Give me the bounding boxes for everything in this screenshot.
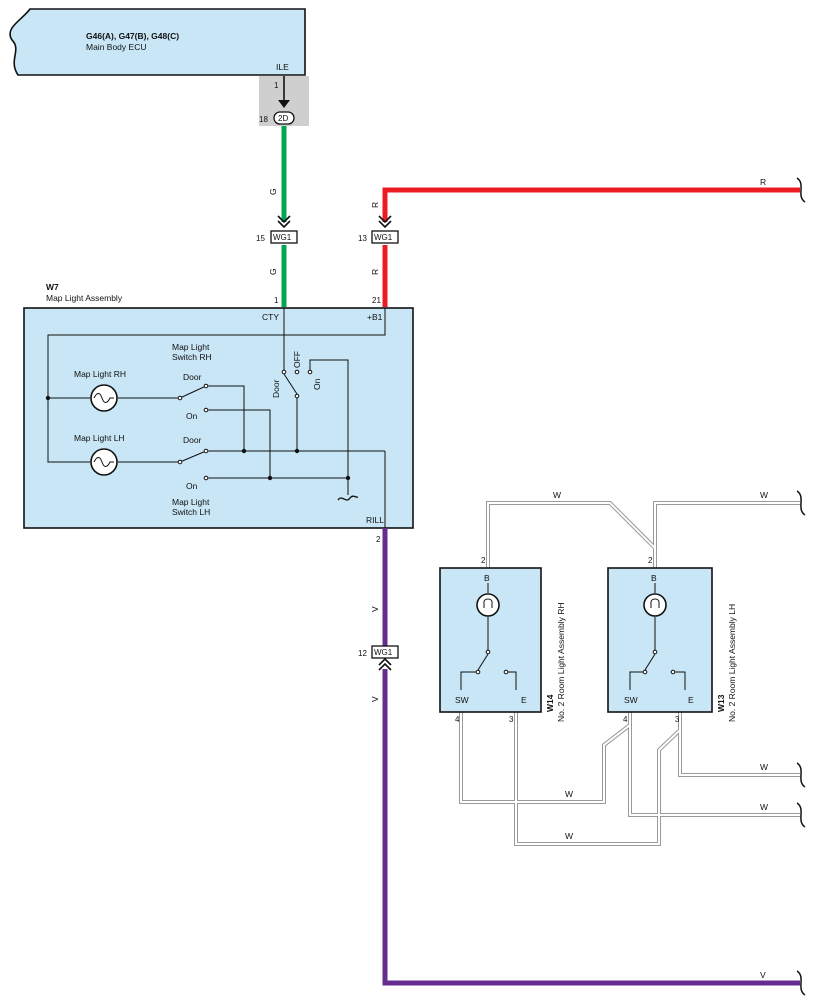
w14-code: W14 [545,694,555,712]
wire-red: R R R [370,177,800,307]
wire-label-w3: W [760,762,768,772]
sw-on-label: On [312,378,322,390]
connector-2d-pin: 18 [259,115,268,124]
ecu-title: G46(A), G47(B), G48(C) [86,31,179,41]
map-light-rh-label: Map Light RH [74,369,126,379]
connector-wg1-13-pin: 13 [358,234,367,243]
ecu-pin: 1 [274,81,279,90]
w13-pin-sw: 4 [623,715,628,724]
door-rh-label: Door [183,372,202,382]
connector-arrow-icon [278,100,290,108]
w13-room-light-lh: 2 B SW E 4 3 W13 No. 2 Room Light Assemb… [607,556,737,724]
w7-term-b1: +B1 [367,312,383,322]
connector-2d-label: 2D [278,114,288,123]
connector-wg1-12-pin: 12 [358,649,367,658]
w13-code: W13 [716,694,726,712]
wire-label-g-top: G [268,188,278,195]
connector-wg1-13 [371,230,399,244]
w14-term-sw: SW [455,695,469,705]
connector-wg1-12-label: WG1 [374,648,393,657]
w7-name: Map Light Assembly [46,293,123,303]
w14-pin-e: 3 [509,715,514,724]
switch-lh-line1: Map Light [172,497,210,507]
wire-label-w2: W [760,490,768,500]
w14-pin-sw: 4 [455,715,460,724]
wire-label-g-bottom: G [268,268,278,275]
bulb-icon [476,593,500,617]
w7-term-rill: RILL [366,515,384,525]
connector-wg1-13-label: WG1 [374,233,393,242]
ground-wave-icon [337,495,359,501]
sw-off-label: OFF [292,351,302,368]
w13-name: No. 2 Room Light Assembly LH [727,604,737,722]
switch-rh-line1: Map Light [172,342,210,352]
chevron-down-icon [378,215,392,229]
main-body-ecu: G46(A), G47(B), G48(C) Main Body ECU ILE [9,8,306,76]
switch-lh-line2: Switch LH [172,507,210,517]
w14-term-b: B [484,573,490,583]
wire-violet: 2 V V V [370,528,800,986]
w13-term-e: E [688,695,694,705]
w13-pin-e: 3 [675,715,680,724]
w7-pin-cty: 1 [274,296,279,305]
w14-name: No. 2 Room Light Assembly RH [556,602,566,722]
w13-term-sw: SW [624,695,638,705]
connector-wg1-15-pin: 15 [256,234,265,243]
w7-term-cty: CTY [262,312,279,322]
bulb-icon [643,593,667,617]
wire-label-v-bottom: V [370,696,380,702]
wire-label-r-mid: R [370,269,380,275]
w14-term-e: E [521,695,527,705]
w7-pin-rill: 2 [376,535,381,544]
w13-term-b: B [651,573,657,583]
wire-label-w4: W [565,789,573,799]
wire-green: G G [268,126,287,307]
w13-pin-b: 2 [648,556,653,565]
ecu-terminal-ile: ILE [276,62,289,72]
on-lh-label: On [186,481,198,491]
wire-label-v-end: V [760,970,766,980]
wire-label-r-end: R [760,177,766,187]
connector-2d [273,111,295,125]
wire-label-w6: W [565,831,573,841]
connector-wg1-15-label: WG1 [273,233,292,242]
map-light-lh-label: Map Light LH [74,433,125,443]
w14-room-light-rh: 2 B SW E 4 3 W14 No. 2 Room Light Assemb… [439,556,566,724]
sw-door-label: Door [271,379,281,398]
white-wires: W W W W W W [459,490,800,846]
bulb-icon [90,448,118,476]
wire-label-w5: W [760,802,768,812]
wire-break-icon [796,177,806,996]
chevron-up-icon [378,657,392,671]
connector-wg1-15 [270,230,298,244]
wire-label-w1: W [553,490,561,500]
door-lh-label: Door [183,435,202,445]
bulb-icon [90,384,118,412]
wire-label-v-top: V [370,606,380,612]
w7-code: W7 [46,282,59,292]
w7-map-light-assembly: W7 Map Light Assembly 1 21 CTY +B1 RILL [23,282,414,529]
w14-pin-b: 2 [481,556,486,565]
ecu-subtitle: Main Body ECU [86,42,146,52]
switch-rh-line2: Switch RH [172,352,212,362]
wire-label-r-top: R [370,202,380,208]
chevron-down-icon [277,215,291,229]
on-rh-label: On [186,411,198,421]
w7-pin-b1: 21 [372,296,381,305]
